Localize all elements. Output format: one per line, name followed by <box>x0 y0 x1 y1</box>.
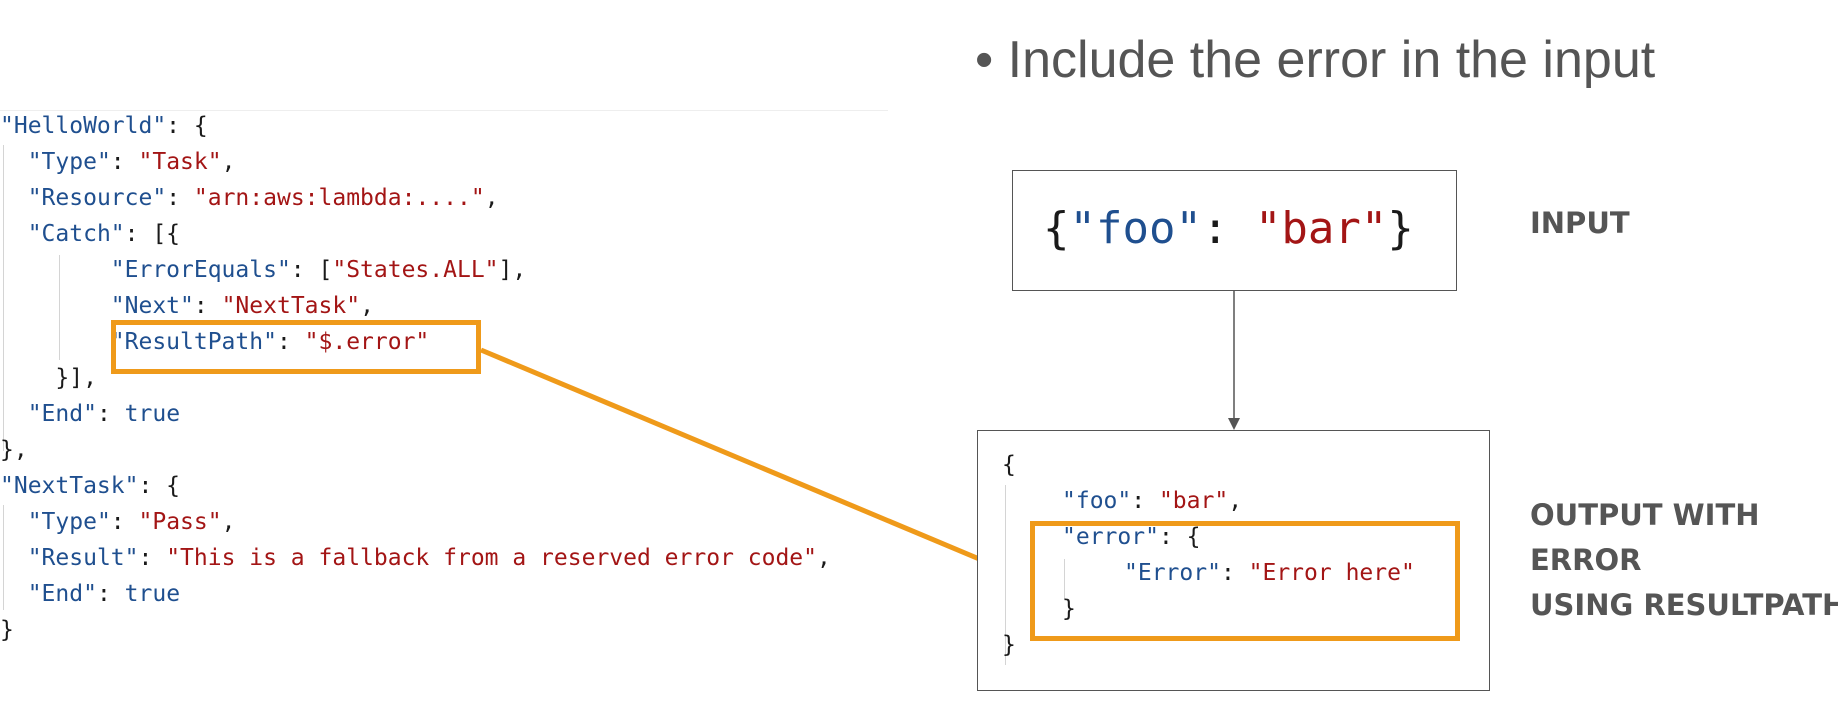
input-box: {"foo": "bar"} <box>1012 170 1457 291</box>
output-line: { <box>1002 452 1016 478</box>
code-line: }, <box>0 437 28 463</box>
output-line: "Error": "Error here" <box>1124 560 1415 586</box>
output-line: } <box>1002 632 1016 658</box>
output-label-line1: OUTPUT WITH <box>1530 498 1760 532</box>
input-label: INPUT <box>1530 206 1630 240</box>
code-line: "HelloWorld": { <box>0 113 208 139</box>
code-line: "Result": "This is a fallback from a res… <box>27 545 831 571</box>
input-json: {"foo": "bar"} <box>1043 203 1414 254</box>
output-label-line2: ERROR <box>1530 543 1642 577</box>
output-line: "error": { <box>1062 524 1201 550</box>
indent-guide <box>1064 559 1065 599</box>
code-line: "ErrorEquals": ["States.ALL"], <box>110 257 527 283</box>
code-line: "End": true <box>27 581 181 607</box>
heading-text: Include the error in the input <box>1007 31 1656 89</box>
indent-guide <box>1005 485 1006 665</box>
output-label-line3: USING RESULTPATH <box>1530 588 1838 622</box>
code-line: "Next": "NextTask", <box>110 293 374 319</box>
indent-guide <box>3 145 4 451</box>
code-line: "Catch": [{ <box>27 221 181 247</box>
code-line: } <box>0 617 14 643</box>
output-line: } <box>1062 596 1076 622</box>
code-line: "End": true <box>27 401 181 427</box>
resultpath-highlight <box>111 320 481 374</box>
code-line: }], <box>0 365 97 391</box>
indent-guide <box>3 505 4 610</box>
code-line: "NextTask": { <box>0 473 181 499</box>
input-to-output-arrowhead <box>1228 418 1240 430</box>
code-line: "Resource": "arn:aws:lambda:....", <box>27 185 499 211</box>
code-line: "Type": "Pass", <box>27 509 236 535</box>
indent-guide <box>59 255 60 360</box>
output-line: "foo": "bar", <box>1062 488 1243 514</box>
code-panel-top-rule <box>0 110 888 111</box>
bullet-mark: • <box>975 31 994 89</box>
output-box: { "foo": "bar", "error": { "Error": "Err… <box>977 430 1490 691</box>
code-line: "Type": "Task", <box>27 149 236 175</box>
heading-bullet: • Include the error in the input <box>975 20 1655 100</box>
error-highlight <box>1030 521 1460 641</box>
code-line-resultpath: "ResultPath": "$.error" <box>110 329 430 355</box>
